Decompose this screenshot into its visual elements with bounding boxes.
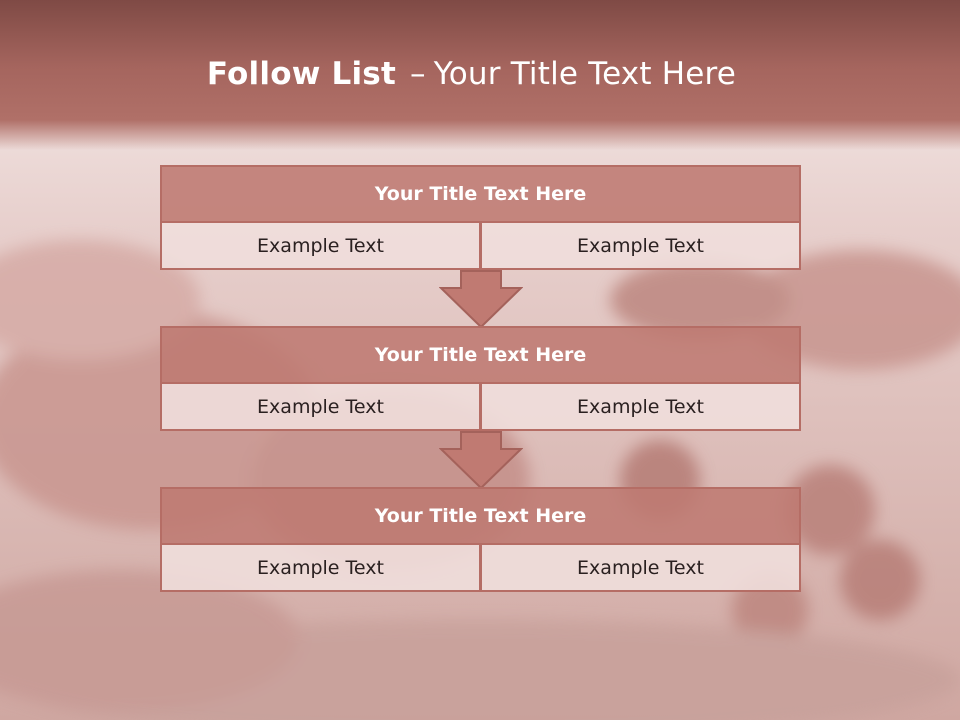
step-1-left-cell: Example Text [160,221,481,270]
step-title-1: Your Title Text Here [160,165,801,223]
step-1-right-cell: Example Text [480,221,801,270]
step-2-right-cell: Example Text [480,382,801,431]
step-title-3: Your Title Text Here [160,487,801,545]
slide-title-separator: – [409,56,426,92]
title-banner [0,0,960,150]
step-box-3: Your Title Text Here Example Text Exampl… [160,487,801,592]
down-arrow-icon [439,431,523,489]
down-arrow-icon [439,270,523,328]
slide-title-rest: Your Title Text Here [433,56,737,92]
slide-title: Follow List–Your Title Text Here [0,56,943,92]
step-box-1: Your Title Text Here Example Text Exampl… [160,165,801,270]
step-3-right-cell: Example Text [480,543,801,592]
step-box-2: Your Title Text Here Example Text Exampl… [160,326,801,431]
slide-title-bold: Follow List [206,56,396,92]
step-title-2: Your Title Text Here [160,326,801,384]
step-2-left-cell: Example Text [160,382,481,431]
step-3-left-cell: Example Text [160,543,481,592]
